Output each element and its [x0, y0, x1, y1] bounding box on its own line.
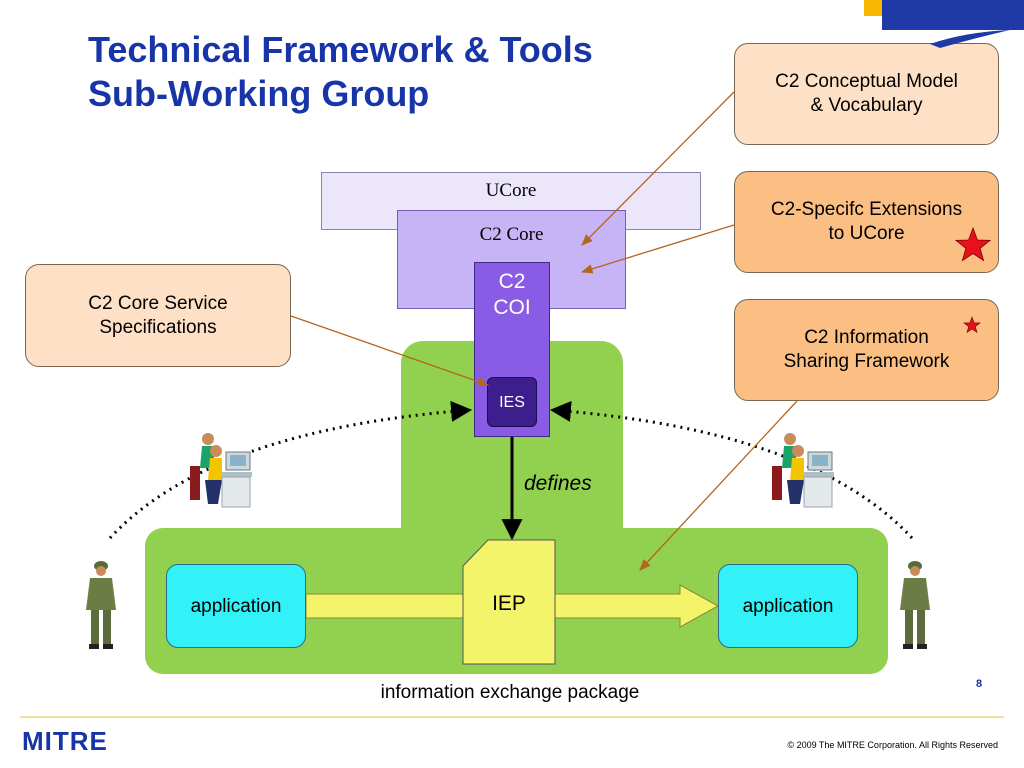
iep-document	[462, 539, 556, 665]
callout-service-line-2: Specifications	[99, 316, 217, 338]
callout-extensions: C2-Specifc Extensions to UCore	[734, 171, 999, 273]
copyright-notice: © 2009 The MITRE Corporation. All Rights…	[787, 740, 998, 750]
callout-conceptual-line-2: & Vocabulary	[810, 95, 923, 116]
star-icon	[954, 226, 992, 262]
corner-accent-yellow	[864, 0, 882, 16]
callout-framework-line-2: Sharing Framework	[783, 351, 950, 372]
page-title: Technical Framework & Tools Sub-Working …	[88, 28, 708, 116]
callout-service-line-1: C2 Core Service	[88, 292, 228, 314]
star-icon-small	[963, 316, 981, 334]
footer-divider	[20, 716, 1004, 718]
corner-accent-blue	[882, 0, 1024, 30]
dotted-arc-right	[549, 400, 914, 540]
coi-line-1: C2	[498, 270, 526, 293]
person-at-computer-icon	[190, 433, 252, 508]
callout-extensions-line-1: C2-Specifc Extensions	[770, 199, 963, 220]
leader-line-service	[290, 315, 490, 386]
callout-service-specifications: C2 Core Service Specifications	[25, 264, 291, 367]
c2-core-layer: C2 Core	[397, 210, 626, 309]
iep-label: IEP	[492, 592, 526, 615]
dotted-arc-left	[108, 400, 473, 540]
callout-extensions-line-2: to UCore	[828, 223, 905, 244]
leader-line-conceptual	[581, 91, 735, 246]
title-line-1: Technical Framework & Tools	[88, 29, 593, 70]
defines-label: defines	[524, 472, 592, 495]
coi-line-2: COI	[493, 296, 531, 319]
soldier-icon-right	[900, 561, 930, 649]
title-line-2: Sub-Working Group	[88, 73, 430, 114]
mitre-logo: MITRE	[22, 726, 108, 756]
page-number: 8	[976, 678, 983, 690]
diagram-caption: information exchange package	[380, 682, 640, 703]
callout-conceptual-line-1: C2 Conceptual Model	[775, 71, 958, 92]
corner-swoosh	[930, 30, 1010, 48]
application-box-left: application	[166, 564, 306, 648]
person-at-computer-icon-right	[772, 433, 834, 508]
callout-conceptual-model: C2 Conceptual Model & Vocabulary	[734, 43, 999, 145]
leader-line-framework	[639, 400, 798, 571]
ies-box: IES	[487, 377, 537, 427]
callout-framework-line-1: C2 Information	[804, 327, 929, 348]
soldier-icon	[86, 561, 116, 649]
callout-sharing-framework: C2 Information Sharing Framework	[734, 299, 999, 401]
leader-line-extensions	[580, 224, 735, 274]
application-box-right: application	[718, 564, 858, 648]
